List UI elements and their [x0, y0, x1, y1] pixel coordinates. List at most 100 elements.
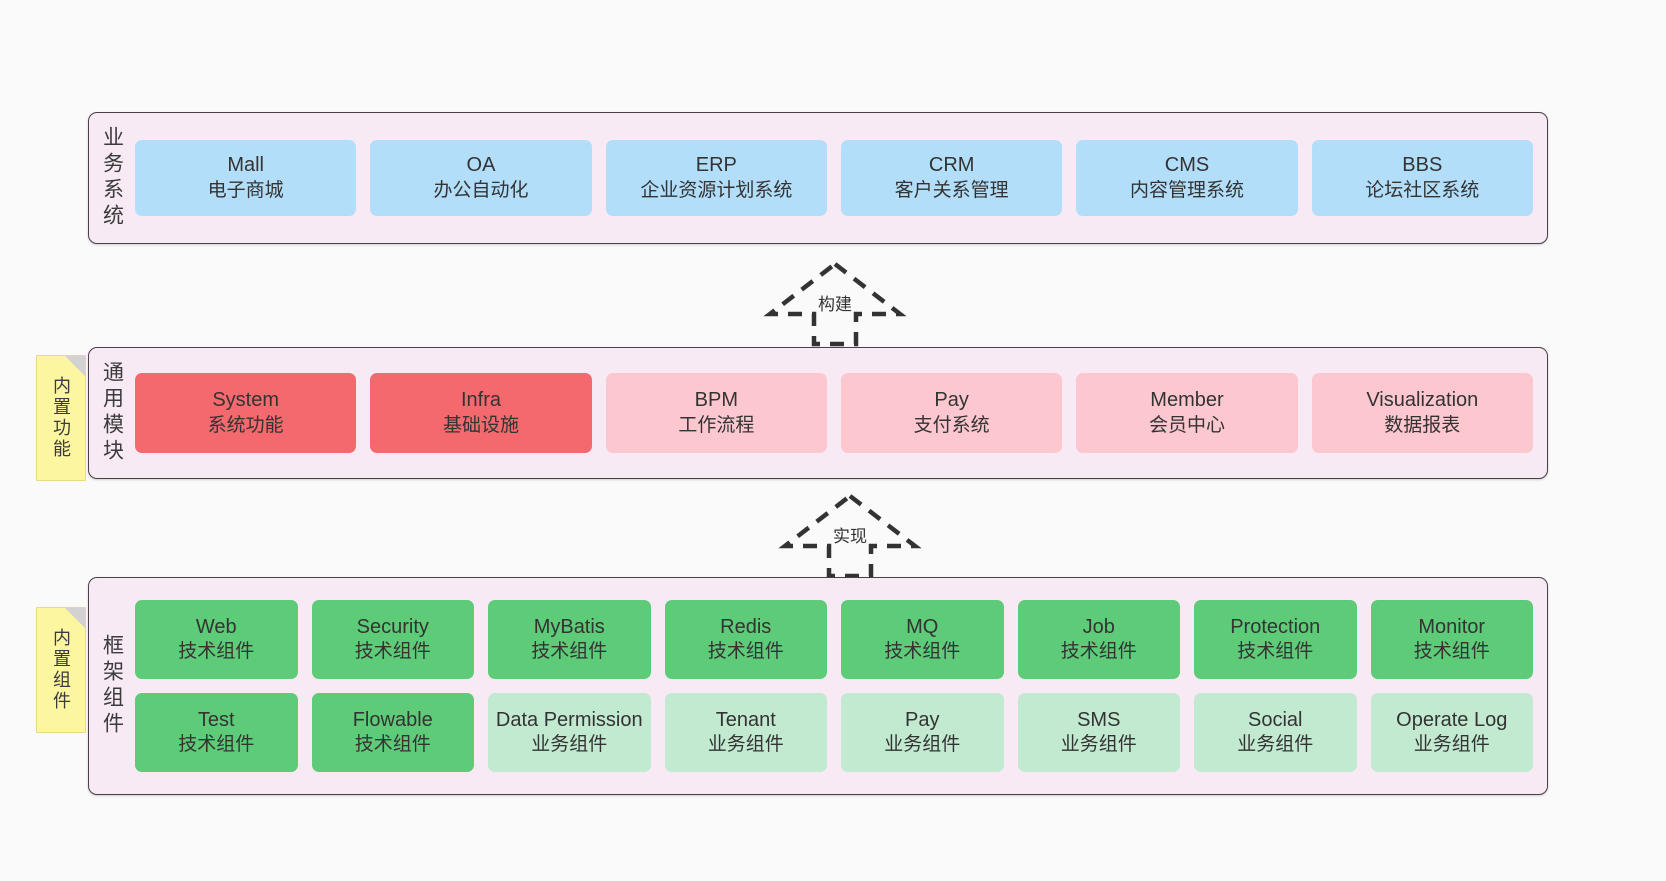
sticky-note-label: 内置功能 [51, 376, 71, 460]
card-subtitle: 业务组件 [1060, 734, 1137, 756]
card-sms[interactable]: SMS 业务组件 [1017, 693, 1180, 772]
card-visualization[interactable]: Visualization 数据报表 [1311, 373, 1533, 453]
card-operate-log[interactable]: Operate Log 业务组件 [1370, 693, 1533, 772]
card-mq[interactable]: MQ 技术组件 [841, 600, 1004, 679]
card-subtitle: 办公自动化 [433, 179, 529, 201]
card-title: ERP [695, 154, 737, 177]
card-subtitle: 客户关系管理 [894, 179, 1009, 201]
card-title: Data Permission [495, 708, 643, 731]
card-title: CMS [1164, 154, 1210, 177]
layer-title-framework-components: 框架组件 [100, 634, 124, 738]
connector-realize: 实现 [775, 490, 925, 580]
card-title: Pay [905, 708, 940, 731]
card-title: MQ [906, 615, 939, 638]
connector-realize-label: 实现 [832, 522, 868, 547]
card-job[interactable]: Job 技术组件 [1017, 600, 1180, 679]
layer-body-business-systems: Mall 电子商城 OA 办公自动化 ERP 企业资源计划系统 CRM 客户关系… [135, 113, 1547, 243]
card-bpm[interactable]: BPM 工作流程 [605, 373, 827, 453]
card-member[interactable]: Member 会员中心 [1076, 373, 1298, 453]
card-subtitle: 业务组件 [1413, 734, 1490, 756]
card-pay[interactable]: Pay 支付系统 [840, 373, 1063, 453]
card-redis[interactable]: Redis 技术组件 [664, 600, 827, 679]
card-title: Pay [934, 389, 969, 412]
card-title: BPM [694, 389, 738, 412]
card-title: SMS [1077, 708, 1121, 731]
card-subtitle: 技术组件 [1237, 641, 1314, 663]
card-subtitle: 业务组件 [1237, 734, 1314, 756]
card-subtitle: 业务组件 [707, 734, 784, 756]
card-title: Operate Log [1396, 708, 1508, 731]
layer-title-business-systems: 业务系统 [100, 126, 124, 230]
card-subtitle: 会员中心 [1148, 414, 1225, 436]
card-infra[interactable]: Infra 基础设施 [370, 373, 592, 453]
card-subtitle: 基础设施 [442, 414, 519, 436]
sticky-note-builtin-function: 内置功能 [36, 355, 86, 481]
dashed-up-arrow-icon [778, 493, 922, 579]
card-mall[interactable]: Mall 电子商城 [135, 140, 357, 216]
dashed-up-arrow-icon [763, 261, 907, 347]
card-title: Web [195, 615, 237, 638]
layer-framework-components: 框架组件 Web 技术组件 Security 技术组件 MyBatis 技术组件… [88, 577, 1548, 795]
card-subtitle: 技术组件 [884, 641, 961, 663]
layer-business-systems: 业务系统 Mall 电子商城 OA 办公自动化 ERP 企业资源计划系统 CRM… [88, 112, 1548, 244]
card-monitor[interactable]: Monitor 技术组件 [1370, 600, 1533, 679]
card-title: Monitor [1418, 615, 1486, 638]
card-subtitle: 内容管理系统 [1129, 179, 1244, 201]
card-oa[interactable]: OA 办公自动化 [370, 140, 592, 216]
card-title: MyBatis [533, 615, 605, 638]
card-subtitle: 企业资源计划系统 [640, 179, 793, 201]
card-title: OA [466, 154, 496, 177]
sticky-note-builtin-component: 内置组件 [36, 607, 86, 733]
card-title: Visualization [1366, 389, 1479, 412]
card-mybatis[interactable]: MyBatis 技术组件 [488, 600, 651, 679]
card-title: Redis [720, 615, 772, 638]
layer-title-common-modules: 通用模块 [100, 361, 124, 465]
card-subtitle: 技术组件 [531, 641, 608, 663]
card-protection[interactable]: Protection 技术组件 [1194, 600, 1357, 679]
card-row-common-modules: System 系统功能 Infra 基础设施 BPM 工作流程 Pay 支付系统… [135, 373, 1533, 453]
card-test[interactable]: Test 技术组件 [135, 693, 298, 772]
card-bbs[interactable]: BBS 论坛社区系统 [1311, 140, 1533, 216]
card-crm[interactable]: CRM 客户关系管理 [840, 140, 1063, 216]
card-title: Social [1248, 708, 1303, 731]
card-social[interactable]: Social 业务组件 [1194, 693, 1357, 772]
card-subtitle: 支付系统 [913, 414, 990, 436]
card-subtitle: 技术组件 [178, 734, 255, 756]
card-tenant[interactable]: Tenant 业务组件 [664, 693, 827, 772]
card-subtitle: 业务组件 [884, 734, 961, 756]
card-flowable[interactable]: Flowable 技术组件 [311, 693, 474, 772]
card-security[interactable]: Security 技术组件 [311, 600, 474, 679]
card-subtitle: 工作流程 [678, 414, 755, 436]
card-subtitle: 系统功能 [207, 414, 284, 436]
layer-body-framework-components: Web 技术组件 Security 技术组件 MyBatis 技术组件 Redi… [135, 578, 1547, 794]
card-subtitle: 数据报表 [1384, 414, 1461, 436]
card-web[interactable]: Web 技术组件 [135, 600, 298, 679]
connector-build: 构建 [760, 258, 910, 348]
card-title: CRM [928, 154, 975, 177]
card-title: System [212, 389, 279, 412]
card-title: Flowable [352, 708, 433, 731]
card-erp[interactable]: ERP 企业资源计划系统 [605, 140, 827, 216]
sticky-note-label: 内置组件 [51, 628, 71, 712]
card-cms[interactable]: CMS 内容管理系统 [1076, 140, 1298, 216]
card-title: Tenant [715, 708, 776, 731]
card-subtitle: 论坛社区系统 [1365, 179, 1480, 201]
card-title: Job [1082, 615, 1115, 638]
card-title: Test [197, 708, 235, 731]
card-subtitle: 技术组件 [354, 734, 431, 756]
connector-build-label: 构建 [817, 290, 853, 315]
card-row-technical-components: Web 技术组件 Security 技术组件 MyBatis 技术组件 Redi… [135, 600, 1533, 679]
card-system[interactable]: System 系统功能 [135, 373, 357, 453]
layer-body-common-modules: System 系统功能 Infra 基础设施 BPM 工作流程 Pay 支付系统… [135, 348, 1547, 478]
card-subtitle: 技术组件 [1060, 641, 1137, 663]
card-title: Protection [1230, 615, 1321, 638]
card-data-permission[interactable]: Data Permission 业务组件 [488, 693, 651, 772]
card-row-business-systems: Mall 电子商城 OA 办公自动化 ERP 企业资源计划系统 CRM 客户关系… [135, 140, 1533, 216]
card-subtitle: 技术组件 [178, 641, 255, 663]
card-pay-business[interactable]: Pay 业务组件 [841, 693, 1004, 772]
card-title: Member [1150, 389, 1224, 412]
card-row-business-components: Test 技术组件 Flowable 技术组件 Data Permission … [135, 693, 1533, 772]
card-subtitle: 业务组件 [531, 734, 608, 756]
card-title: Infra [460, 389, 501, 412]
card-subtitle: 电子商城 [207, 179, 284, 201]
